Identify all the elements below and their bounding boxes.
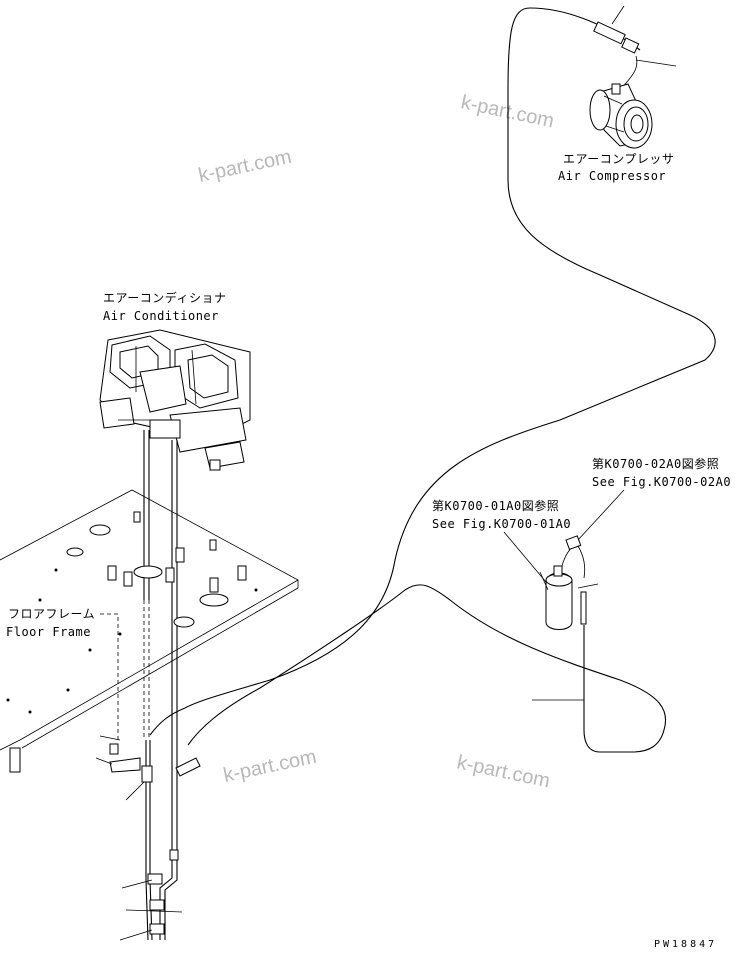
drawing-number: PW18847 [654, 939, 717, 950]
lower-fittings [95, 735, 201, 941]
floor-frame [0, 489, 299, 773]
floor-frame-label-jp: フロアフレーム [8, 607, 95, 621]
compressor-fitting [593, 5, 677, 91]
receiver-drier [532, 535, 599, 701]
watermark: k-part.com [221, 746, 318, 787]
compressor-hose [149, 7, 716, 753]
ref-01a0-label-jp: 第K0700-01A0図参照 [432, 498, 559, 513]
watermark: k-part.com [455, 751, 552, 792]
ref-01a0-leader [503, 531, 547, 583]
air-compressor-label-en: Air Compressor [558, 169, 666, 183]
air-conditioner-unit [99, 329, 251, 471]
watermark: k-part.com [196, 146, 293, 187]
air-compressor [589, 83, 653, 149]
ac-pipes [143, 430, 178, 941]
ref-02a0-label-jp: 第K0700-02A0図参照 [592, 456, 719, 471]
ref-02a0-label-en: See Fig.K0700-02A0 [592, 475, 731, 489]
air-conditioner-label-jp: エアーコンディショナ [103, 290, 226, 305]
floor-frame-leader [100, 613, 119, 740]
watermark: k-part.com [459, 91, 556, 132]
ref-02a0-leader [577, 489, 625, 541]
ref-01a0-label-en: See Fig.K0700-01A0 [432, 517, 571, 531]
air-compressor-label-jp: エアーコンプレッサ [563, 152, 674, 166]
floor-frame-label-en: Floor Frame [6, 625, 91, 639]
air-conditioner-label-en: Air Conditioner [103, 309, 219, 323]
